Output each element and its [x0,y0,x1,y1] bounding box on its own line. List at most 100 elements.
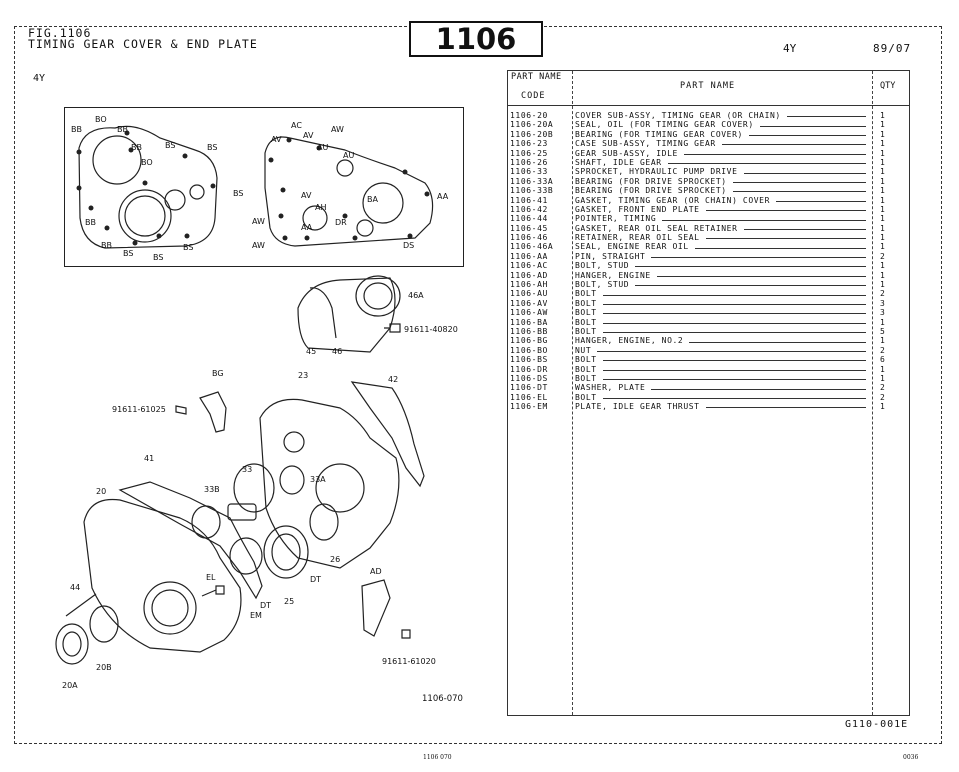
part-qty: 1 [880,129,886,139]
part-qty: 3 [880,298,886,308]
part-qty: 2 [880,289,886,299]
part-qty: 1 [880,364,886,374]
page-number-right: 0036 [903,754,919,761]
part-name: SEAL, OIL (FOR TIMING GEAR COVER) [575,120,754,130]
inset-label: AV [301,191,312,200]
callout-BG: BG [212,369,224,378]
inset-label: DR [335,218,347,227]
part-name: POINTER, TIMING [575,214,657,224]
part-qty: 2 [880,251,886,261]
part-code: 1106-33B [510,186,554,196]
part-name: BOLT [575,317,597,327]
part-name: COVER SUB-ASSY, TIMING GEAR (OR CHAIN) [575,111,781,120]
inset-label: BB [85,218,96,227]
callout-DT: DT [310,575,321,584]
inset-label: AV [303,131,314,140]
header-divider [508,105,909,106]
part-name-cell: BOLT, STUD [575,261,870,270]
part-code: 1106-BS [510,355,548,365]
leader-line [732,178,866,183]
part-qty: 1 [880,261,886,271]
inset-label: AV [271,135,282,144]
inset-label: BO [141,158,153,167]
part-name: GEAR SUB-ASSY, IDLE [575,148,678,158]
part-name-cell: BOLT [575,327,870,336]
inset-label: AA [437,192,449,201]
callout-EM: EM [250,611,262,620]
part-code: 1106-AW [510,308,548,318]
part-code: 1106-33A [510,176,554,186]
part-code: 1106-45 [510,223,548,233]
part-code: 1106-AA [510,251,548,261]
leader-line [662,216,866,221]
callout-25: 25 [284,597,294,606]
callout-part-number: 91611-40820 [404,325,458,334]
callout-42: 42 [388,375,398,384]
part-qty: 1 [880,139,886,149]
part-name-cell: BOLT [575,365,870,374]
part-name: BOLT [575,392,597,402]
leader-line [651,253,866,259]
part-name: GASKET, REAR OIL SEAL RETAINER [575,223,738,233]
leader-line [651,385,866,390]
part-name-cell: GEAR SUB-ASSY, IDLE [575,149,870,158]
inset-label: AC [291,121,302,130]
part-name-cell: GASKET, REAR OIL SEAL RETAINER [575,224,870,233]
part-qty: 1 [880,317,886,327]
part-name-cell: BOLT [575,289,870,298]
part-qty: 1 [880,204,886,214]
part-code: 1106-BB [510,326,548,336]
part-qty: 1 [880,195,886,205]
inset-label: BO [95,115,107,124]
part-name: WASHER, PLATE [575,383,646,393]
part-code: 1106-EL [510,392,548,402]
part-name: BOLT [575,373,597,383]
part-name-cell: CASE SUB-ASSY, TIMING GEAR [575,139,870,148]
illustration-number: 1106-070 [422,694,463,704]
inset-label: DS [403,241,414,250]
part-qty: 1 [880,148,886,158]
part-qty: 1 [880,336,886,346]
part-name-cell: SPROCKET, HYDRAULIC PUMP DRIVE [575,167,870,176]
leader-line [602,291,866,296]
part-name-cell: BOLT [575,355,870,364]
leader-line [776,197,866,202]
inset-label: BS [183,243,193,252]
callout-33: 33 [242,465,252,474]
part-qty: 2 [880,345,886,355]
part-name-cell: SEAL, OIL (FOR TIMING GEAR COVER) [575,120,870,129]
part-qty: 1 [880,280,886,290]
part-name: BOLT [575,289,597,299]
part-code: 1106-23 [510,139,548,149]
part-name: HANGER, ENGINE, NO.2 [575,336,684,346]
part-code: 1106-DT [510,383,548,393]
callout-33B: 33B [204,485,220,494]
part-name-cell: RETAINER, REAR OIL SEAL [575,233,870,242]
inset-label: BA [367,195,378,204]
part-qty: 3 [880,308,886,318]
part-qty: 1 [880,402,886,412]
header-qty: QTY [880,81,896,91]
part-name: BOLT [575,326,597,336]
inset-label: BS [233,189,243,198]
part-name: BOLT [575,355,597,365]
header-part-name: PART NAME [680,81,736,91]
leader-line [689,338,866,343]
leader-line [602,319,866,324]
part-name: BOLT [575,298,597,308]
part-code: 1106-AV [510,298,548,308]
